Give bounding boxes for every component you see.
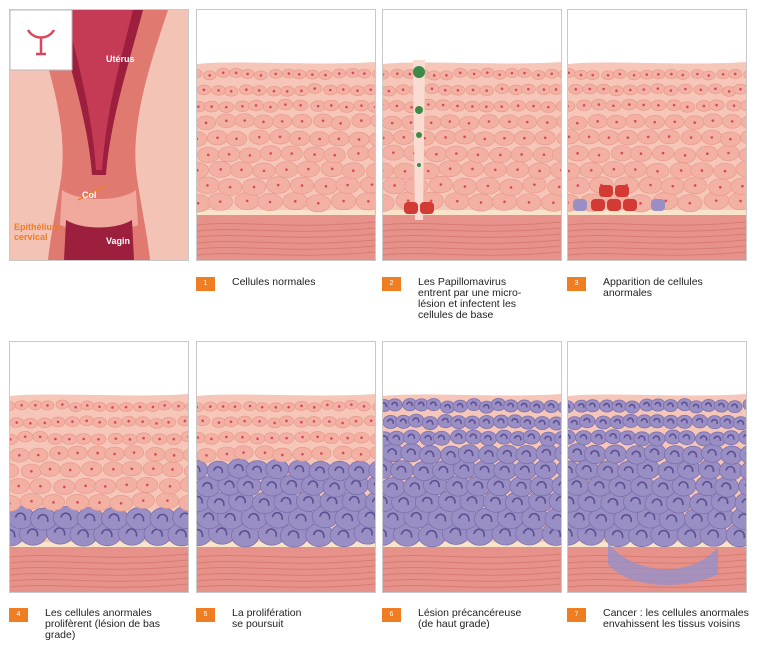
step-caption-text: Les Papillomavirus entrent par une micro… [418,277,566,321]
stage-panel-6 [382,341,562,593]
uterus-label: Utérus [106,54,135,64]
tissue-illustration [383,342,561,592]
stage-panel-7 [567,341,747,593]
stage-panel-5 [196,341,376,593]
tissue-illustration [197,10,375,260]
step-number-badge: 1 [196,277,215,291]
step-caption-text: La prolifération se poursuit [232,608,380,630]
tissue-illustration [197,342,375,592]
anatomy-panel: Utérus Col Vagin Epithélium cervical [9,9,189,261]
step-number-badge: 2 [382,277,401,291]
step-number-badge: 6 [382,608,401,622]
stage-panel-2 [382,9,562,261]
tissue-illustration [568,342,746,592]
tissue-illustration [10,342,188,592]
tissue-illustration [383,10,561,260]
stage-panel-3 [567,9,747,261]
cervix-label: Col [82,190,97,200]
step-caption-text: Cancer : les cellules anormales envahiss… [603,608,751,630]
step-number-badge: 3 [567,277,586,291]
step-number-badge: 7 [567,608,586,622]
step-caption-text: Apparition de cellules anormales [603,277,751,299]
step-caption-text: Les cellules anormales prolifèrent (lési… [45,608,193,641]
epithelium-label: Epithélium cervical [14,222,60,242]
tissue-illustration [568,10,746,260]
step-number-badge: 4 [9,608,28,622]
step-caption-text: Lésion précancéreuse (de haut grade) [418,608,566,630]
stage-panel-4 [9,341,189,593]
vagina-label: Vagin [106,236,130,246]
step-caption-text: Cellules normales [232,277,380,288]
stage-panel-1 [196,9,376,261]
step-number-badge: 5 [196,608,215,622]
